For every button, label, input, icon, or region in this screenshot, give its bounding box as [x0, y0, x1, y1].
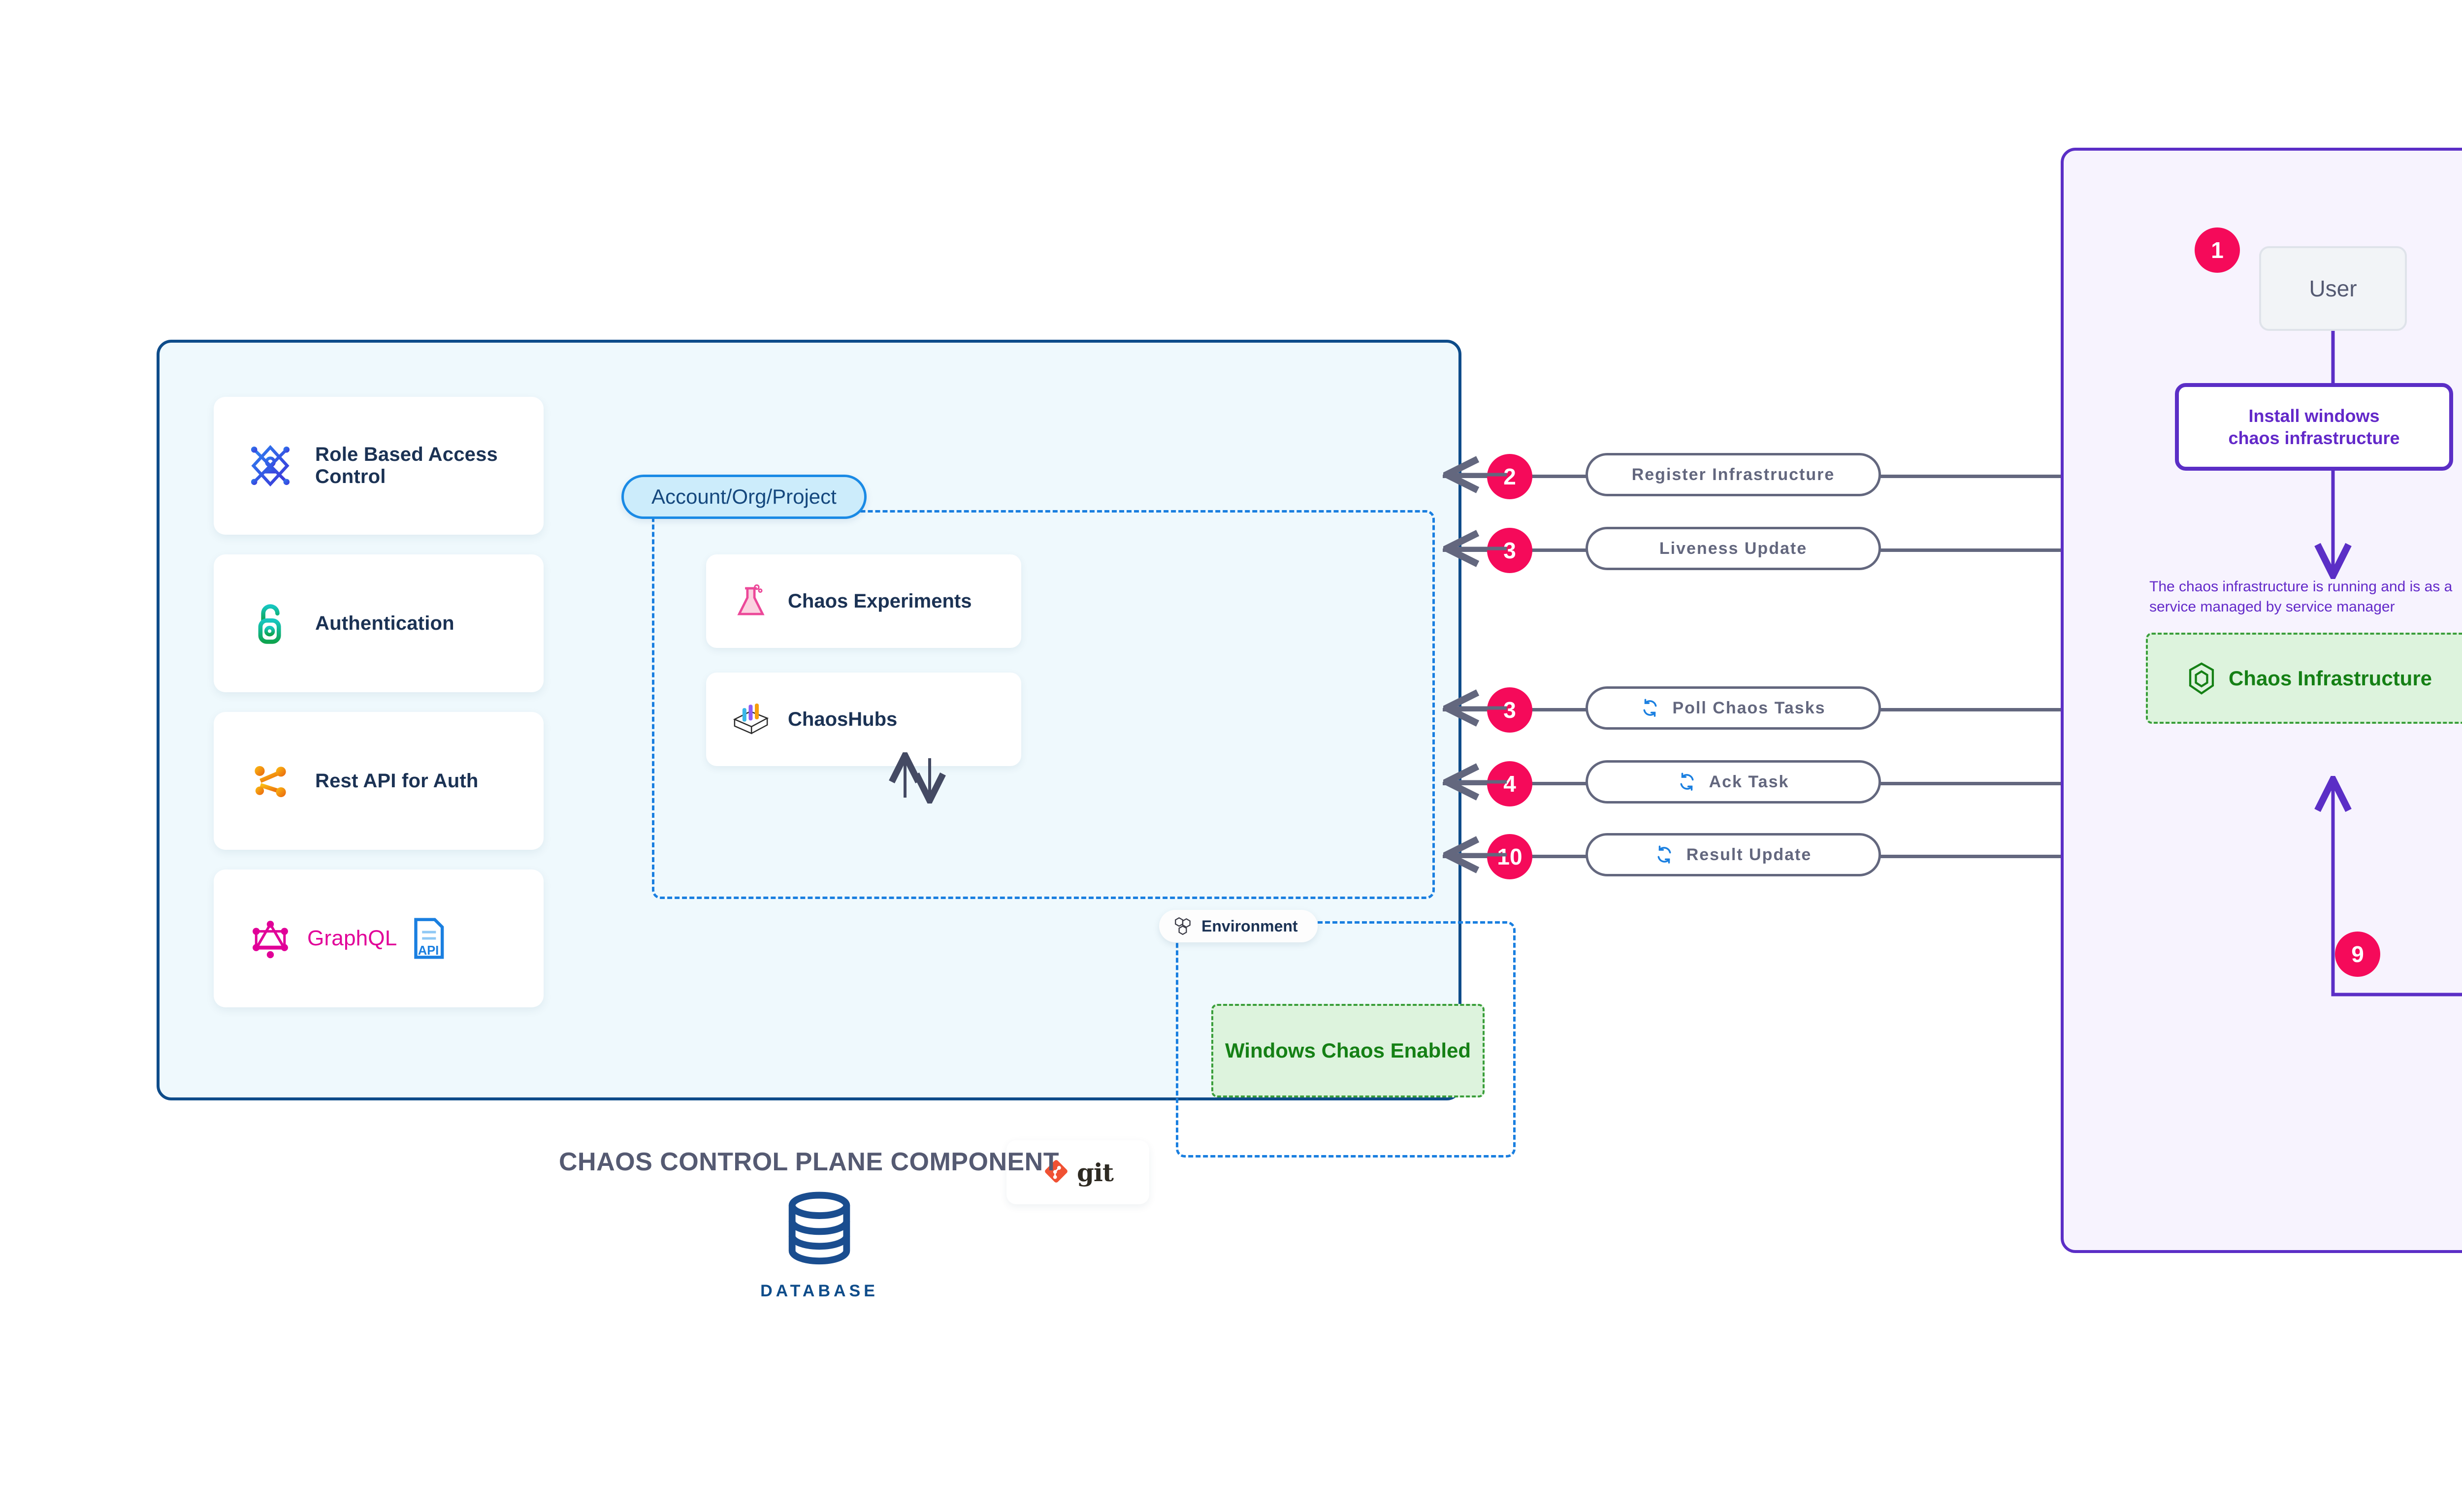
connector-register-infrastructure: 2 Register Infrastructure [1443, 453, 2063, 499]
rbac-icon [243, 439, 297, 493]
account-org-project-box [652, 510, 1435, 899]
node-label: Chaos Infrastructure [2228, 666, 2432, 690]
connector-badge: 3 [1487, 687, 1532, 733]
flask-icon [731, 574, 771, 628]
environment-label: Environment [1201, 917, 1298, 935]
connector-poll-chaos-tasks: 3 Poll Chaos Tasks [1443, 686, 2063, 733]
connector-pill[interactable]: Liveness Update [1586, 527, 1881, 570]
feature-card-authentication[interactable]: Authentication [214, 554, 544, 692]
connector-pill[interactable]: Register Infrastructure [1586, 453, 1881, 496]
card-chaos-experiments[interactable]: Chaos Experiments [706, 554, 1021, 648]
card-label: ChaosHubs [788, 708, 898, 730]
connector-label: Register Infrastructure [1631, 465, 1835, 484]
environment-pill[interactable]: Environment [1159, 910, 1318, 942]
sync-icon [1678, 772, 1696, 791]
connector-result-update: 10 Result Update [1443, 833, 2063, 879]
hexagon-outline-icon [2187, 662, 2216, 695]
feature-label: Rest API for Auth [315, 770, 479, 792]
graphql-icon [243, 911, 297, 965]
node-chaos-infrastructure[interactable]: Chaos Infrastructure [2146, 633, 2462, 724]
environment-box [1176, 921, 1516, 1158]
git-icon [1042, 1158, 1070, 1188]
connector-ack-task: 4 Ack Task [1443, 760, 2063, 806]
feature-label: Authentication [315, 612, 454, 634]
step-badge-9: 9 [2335, 932, 2380, 977]
connector-badge: 10 [1487, 834, 1532, 879]
connector-label: Liveness Update [1659, 539, 1808, 558]
hexagons-icon [1173, 916, 1194, 936]
connector-badge: 2 [1487, 454, 1532, 499]
windows-chaos-status: Windows Chaos Enabled [1211, 1004, 1485, 1097]
note-infrastructure: The chaos infrastructure is running and … [2149, 579, 2453, 615]
execution-plane-title: CHAOS EXECUTION PLANE COMPONENT [2061, 1319, 2462, 1349]
node-install-windows-chaos-infrastructure[interactable]: Install windows chaos infrastructure [2175, 383, 2453, 471]
sync-icon [1641, 699, 1659, 717]
connector-pill[interactable]: Poll Chaos Tasks [1586, 686, 1881, 730]
api-document-icon: API [407, 911, 450, 965]
card-chaoshubs[interactable]: ChaosHubs [706, 673, 1021, 766]
feature-card-rest-api[interactable]: Rest API for Auth [214, 712, 544, 850]
connector-pill[interactable]: Ack Task [1586, 760, 1881, 804]
connector-badge: 3 [1487, 528, 1532, 573]
step-badge-1: 1 [2195, 227, 2240, 273]
sync-icon [1655, 845, 1674, 864]
feature-label: Role Based Access Control [315, 444, 498, 487]
control-plane-title: CHAOS CONTROL PLANE COMPONENT [558, 1148, 1059, 1176]
card-label: Chaos Experiments [788, 590, 972, 612]
share-nodes-icon [243, 754, 297, 808]
connector-liveness-update: 3 Liveness Update [1443, 527, 2063, 573]
open-lock-icon [243, 596, 297, 650]
database-label: DATABASE [760, 1282, 878, 1300]
feature-card-rbac[interactable]: Role Based Access Control [214, 397, 544, 535]
svg-text:API: API [418, 944, 439, 958]
database-icon [782, 1191, 856, 1273]
database-group: DATABASE [741, 1190, 898, 1301]
connector-label: Result Update [1686, 845, 1812, 864]
account-org-project-pill[interactable]: Account/Org/Project [621, 475, 867, 519]
card-git[interactable]: git [1006, 1140, 1149, 1204]
chaos-control-plane-panel: Role Based Access Control Authentication [157, 340, 1516, 1300]
git-label: git [1076, 1158, 1114, 1187]
connector-label: Poll Chaos Tasks [1672, 698, 1826, 717]
connector-label: Ack Task [1709, 772, 1789, 791]
connector-badge: 4 [1487, 761, 1532, 806]
node-user[interactable]: User [2259, 246, 2407, 331]
feature-card-graphql[interactable]: GraphQL API [214, 869, 544, 1007]
test-tube-rack-icon [731, 692, 771, 746]
feature-label: GraphQL [307, 926, 397, 950]
node-label: Install windows chaos infrastructure [2228, 406, 2400, 448]
connector-pill[interactable]: Result Update [1586, 833, 1881, 876]
